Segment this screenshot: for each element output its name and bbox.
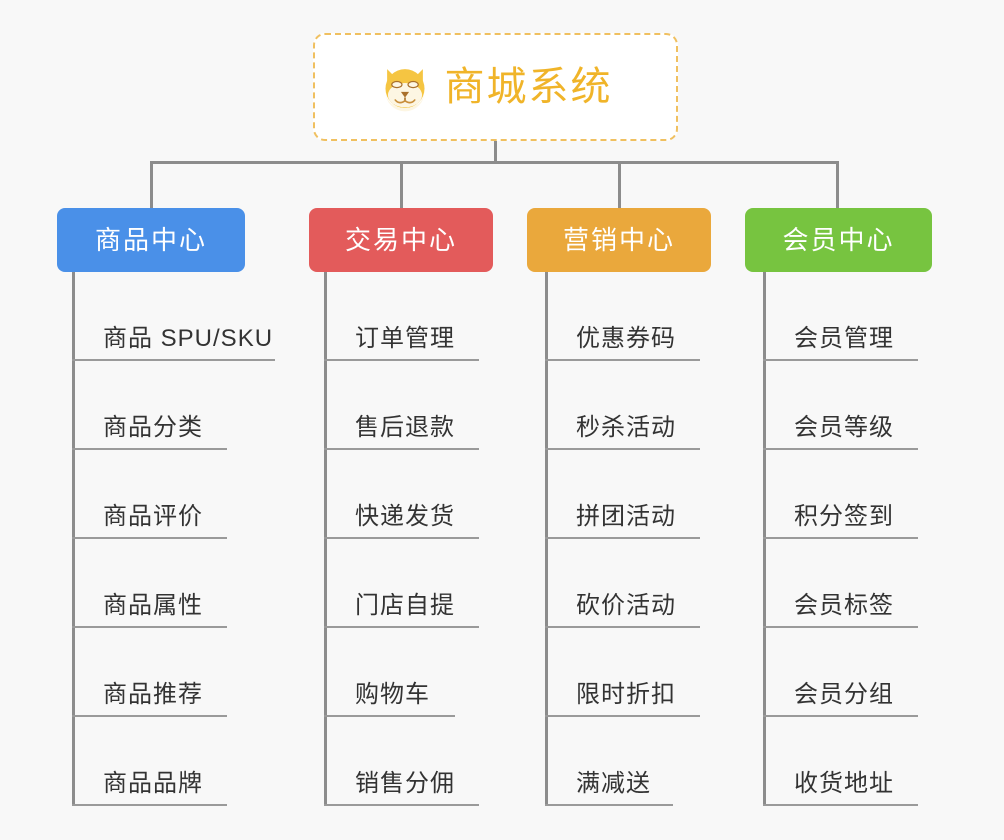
category-box-1[interactable]: 商品中心 <box>57 208 245 272</box>
leaf-label: 砍价活动 <box>576 592 676 619</box>
leaf-underline <box>763 715 918 717</box>
leaf-label: 限时折扣 <box>576 681 676 708</box>
leaf-underline <box>545 715 700 717</box>
leaf-label: 购物车 <box>355 681 430 708</box>
leaf-underline <box>545 804 673 806</box>
leaf-underline <box>324 715 455 717</box>
leaf-underline <box>763 804 918 806</box>
leaf-underline <box>545 626 700 628</box>
connector-drop-4 <box>836 161 839 208</box>
leaf-underline <box>72 537 227 539</box>
leaf-label: 商品分类 <box>103 414 203 441</box>
category-box-3[interactable]: 营销中心 <box>527 208 711 272</box>
leaf-label: 商品属性 <box>103 592 203 619</box>
leaf-label: 秒杀活动 <box>576 414 676 441</box>
root-node-title: 商城系统 <box>444 65 613 109</box>
branch-trunk-3 <box>545 272 548 806</box>
connector-drop-1 <box>150 161 153 208</box>
category-label: 商品中心 <box>94 225 207 255</box>
leaf-label: 销售分佣 <box>355 770 455 797</box>
leaf-label: 商品品牌 <box>103 770 203 797</box>
root-node-shopping-mall-system[interactable]: 商城系统 <box>313 33 678 141</box>
leaf-label: 收货地址 <box>794 770 894 797</box>
leaf-label: 拼团活动 <box>576 503 676 530</box>
leaf-underline <box>72 626 227 628</box>
branch-trunk-4 <box>763 272 766 806</box>
leaf-underline <box>545 537 700 539</box>
leaf-underline <box>72 715 227 717</box>
shiba-dog-icon <box>385 69 424 112</box>
leaf-label: 门店自提 <box>355 592 455 619</box>
leaf-underline <box>72 804 227 806</box>
leaf-underline <box>324 359 479 361</box>
leaf-label: 商品评价 <box>103 503 203 530</box>
connector-root-stem <box>494 141 497 163</box>
connector-drop-3 <box>618 161 621 208</box>
connector-horizontal-bar <box>150 161 839 164</box>
leaf-underline <box>545 448 700 450</box>
leaf-label: 会员管理 <box>794 325 894 352</box>
category-label: 交易中心 <box>344 225 457 255</box>
leaf-underline <box>324 804 479 806</box>
leaf-underline <box>324 448 479 450</box>
leaf-underline <box>763 448 918 450</box>
leaf-underline <box>72 448 227 450</box>
category-label: 营销中心 <box>562 225 675 255</box>
leaf-underline <box>763 537 918 539</box>
leaf-label: 积分签到 <box>794 503 894 530</box>
leaf-underline <box>324 537 479 539</box>
leaf-label: 商品 SPU/SKU <box>103 325 274 352</box>
leaf-label: 商品推荐 <box>103 681 203 708</box>
leaf-underline <box>72 359 275 361</box>
leaf-underline <box>545 359 700 361</box>
leaf-label: 会员分组 <box>794 681 894 708</box>
connector-drop-2 <box>400 161 403 208</box>
category-box-2[interactable]: 交易中心 <box>309 208 493 272</box>
leaf-underline <box>324 626 479 628</box>
leaf-label: 快递发货 <box>355 503 455 530</box>
leaf-label: 满减送 <box>576 770 651 797</box>
leaf-label: 优惠券码 <box>576 325 676 352</box>
category-label: 会员中心 <box>782 225 895 255</box>
leaf-label: 订单管理 <box>355 325 455 352</box>
leaf-label: 会员等级 <box>794 414 894 441</box>
leaf-label: 会员标签 <box>794 592 894 619</box>
leaf-underline <box>763 359 918 361</box>
leaf-label: 售后退款 <box>355 414 455 441</box>
leaf-underline <box>763 626 918 628</box>
branch-trunk-2 <box>324 272 327 806</box>
category-box-4[interactable]: 会员中心 <box>745 208 932 272</box>
branch-trunk-1 <box>72 272 75 806</box>
